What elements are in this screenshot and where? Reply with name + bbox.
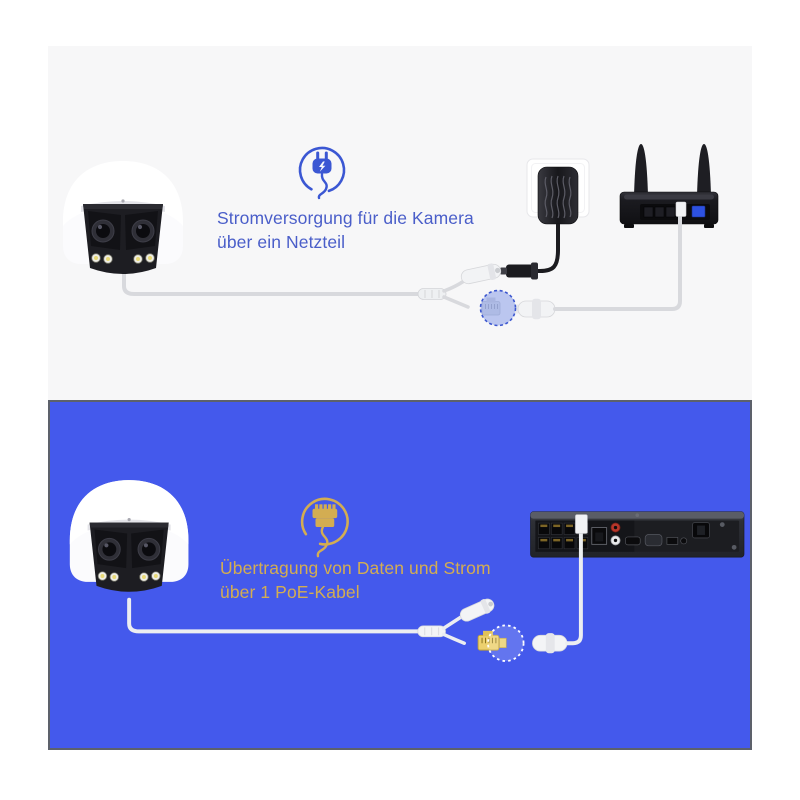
section-power-adapter: Stromversorgung für die Kamera über ein … (48, 46, 752, 400)
caption-power-line1: Stromversorgung für die Kamera (217, 208, 474, 228)
cable-coupler (532, 633, 568, 654)
power-plug-icon (298, 146, 346, 200)
nvr-hdmi-port (625, 536, 641, 546)
poe-connection-diagram (69, 479, 745, 662)
caption-poe-line2: über 1 PoE-Kabel (220, 581, 360, 602)
router-wan-port (691, 205, 706, 218)
caption-power-line2: über ein Netzteil (217, 231, 346, 252)
dc-plug-black (500, 262, 538, 280)
connector-highlight-circle (487, 624, 525, 662)
power-connection-diagram (62, 144, 719, 327)
caption-poe-line1: Übertragung von Daten und Strom (220, 558, 491, 578)
caption-poe: Übertragung von Daten und Strom über 1 P… (220, 557, 491, 604)
router-antenna-right (697, 144, 711, 196)
dc-jack-white (460, 263, 502, 285)
nvr-cable-plug (575, 514, 588, 534)
nvr-vga-port (644, 534, 663, 547)
poe-cable-illustration (127, 528, 583, 654)
poe-connector-gold (477, 630, 507, 651)
cable-coupler (514, 298, 556, 320)
router-cable-plug (675, 201, 687, 217)
nvr-illustration (530, 511, 745, 558)
caption-power: Stromversorgung für die Kamera über ein … (217, 207, 474, 254)
section-poe: Übertragung von Daten und Strom über 1 P… (48, 400, 752, 750)
router-illustration (619, 144, 719, 228)
ethernet-plug-icon (300, 497, 349, 558)
router-antenna-left (634, 144, 648, 196)
camera-illustration (62, 160, 184, 275)
nvr-usb-port (666, 537, 679, 545)
connector-highlight-circle (479, 289, 517, 327)
dc-jack-white (459, 598, 495, 622)
camera-illustration (69, 479, 189, 593)
power-adapter-illustration (500, 166, 579, 280)
